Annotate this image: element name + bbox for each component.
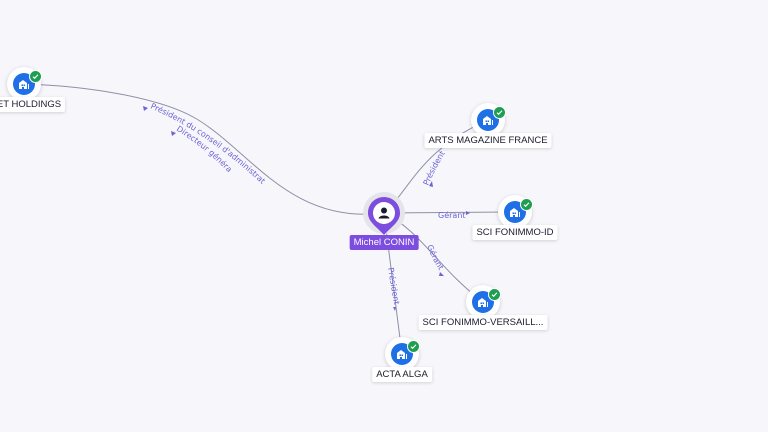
arrow-fonimmo-vers — [439, 272, 444, 276]
company-label[interactable]: ARTS MAGAZINE FRANCE — [424, 133, 552, 148]
check-icon — [29, 70, 42, 83]
relation-label: Président du conseil d'administration — [0, 0, 267, 186]
building-icon — [472, 291, 494, 313]
arrow-acta — [393, 307, 396, 311]
person-label[interactable]: Michel CONIN — [349, 235, 419, 250]
relation-label: Gérant — [438, 210, 466, 220]
relation-label: Président — [386, 267, 401, 305]
arrow-holdings — [143, 106, 148, 111]
check-icon — [407, 340, 420, 353]
check-icon — [493, 106, 506, 119]
arrow-arts — [429, 181, 433, 187]
company-label[interactable]: SCI FONIMMO-VERSAILL... — [418, 315, 548, 330]
company-label[interactable]: ACTA ALGA — [372, 367, 432, 382]
arrow-holdings-2 — [171, 131, 176, 136]
check-icon — [520, 198, 533, 211]
edge-holdings — [23, 83, 385, 215]
company-label[interactable]: ET HOLDINGS — [0, 97, 66, 112]
company-label[interactable]: SCI FONIMMO-ID — [472, 225, 558, 240]
relation-label: Gérant — [425, 243, 445, 271]
person-icon — [368, 197, 400, 235]
edge-fonimmo-id — [383, 211, 516, 214]
arrow-fonimmo-id — [466, 211, 470, 215]
check-icon — [488, 288, 501, 301]
